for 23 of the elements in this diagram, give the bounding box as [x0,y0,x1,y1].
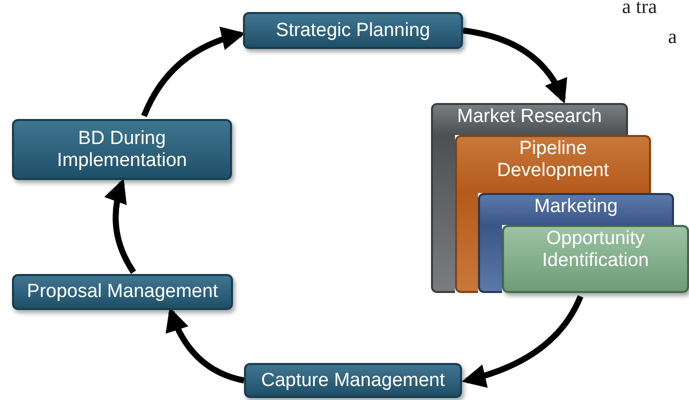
box-label: Opportunity Identification [541,228,650,272]
box-label: Proposal Management [26,281,218,303]
curved-arrow [166,307,245,384]
stacked-box [502,225,689,293]
process-box [244,363,462,398]
box-label: Market Research [456,106,603,128]
curved-arrow [141,27,246,118]
curved-arrow [462,295,584,388]
curved-arrow [462,28,566,104]
stacked-box [478,193,674,225]
page-text: a tra [622,0,657,19]
box-label: BD During Implementation [56,128,188,172]
process-box [12,274,233,310]
curved-arrow [104,178,136,274]
page-text: a [668,26,677,49]
box-label: Pipeline Development [496,138,610,182]
process-box [243,12,463,49]
box-label: Strategic Planning [276,20,430,42]
box-label: Capture Management [261,370,445,392]
box-label: Marketing [533,196,619,218]
stacked-box [431,103,628,135]
process-box [12,119,232,180]
stacked-box [455,135,651,193]
